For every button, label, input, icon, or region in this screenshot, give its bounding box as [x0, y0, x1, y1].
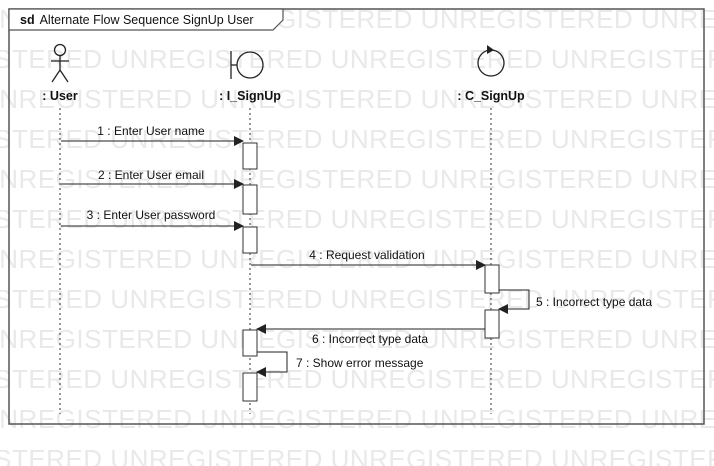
message-6[interactable]: 6 : Incorrect type data: [256, 324, 485, 346]
frame-keyword: sd: [20, 13, 35, 27]
boundary-icon: [230, 51, 264, 79]
lifeline-ctrl[interactable]: : C_SignUp: [457, 45, 525, 414]
message-label: 3 : Enter User password: [87, 208, 216, 222]
message-1[interactable]: 1 : Enter User name: [61, 124, 244, 146]
activation-bar: [242, 329, 258, 357]
message-label: 7 : Show error message: [296, 356, 424, 370]
watermark-text: UNREGISTERED UNREGISTERED UNREGISTERED U…: [0, 124, 714, 154]
lifeline-label-ui: : I_SignUp: [219, 89, 281, 103]
message-label: 5 : Incorrect type data: [536, 295, 652, 309]
watermark-text: UNREGISTERED UNREGISTERED UNREGISTERED U…: [0, 404, 714, 434]
activation-bar: [242, 184, 258, 215]
message-4[interactable]: 4 : Request validation: [251, 248, 486, 270]
lifeline-label-user: : User: [42, 89, 78, 103]
watermark-text: UNREGISTERED UNREGISTERED UNREGISTERED U…: [0, 204, 714, 234]
message-label: 2 : Enter User email: [98, 168, 204, 182]
message-2[interactable]: 2 : Enter User email: [61, 168, 244, 189]
frame-title-tab: [8, 8, 284, 31]
watermark-text: UNREGISTERED UNREGISTERED UNREGISTERED U…: [0, 44, 714, 74]
watermark-text: UNREGISTERED UNREGISTERED UNREGISTERED U…: [0, 284, 714, 314]
watermark-text: UNREGISTERED UNREGISTERED UNREGISTERED U…: [0, 84, 714, 114]
watermark-text: UNREGISTERED UNREGISTERED UNREGISTERED U…: [0, 364, 714, 394]
frame-title: sd Alternate Flow Sequence SignUp User: [20, 13, 254, 27]
watermark-text: UNREGISTERED UNREGISTERED UNREGISTERED U…: [0, 244, 714, 274]
watermark: UNREGISTERED UNREGISTERED UNREGISTERED U…: [0, 4, 714, 466]
message-7[interactable]: 7 : Show error message: [256, 351, 424, 377]
lifeline-user[interactable]: : User: [42, 43, 78, 415]
actor-icon: [51, 43, 69, 83]
message-label: 1 : Enter User name: [97, 124, 205, 138]
message-label: 6 : Incorrect type data: [312, 332, 428, 346]
diagram-frame: [8, 8, 705, 425]
control-icon: [477, 45, 505, 77]
activation-bar: [484, 309, 500, 339]
message-3[interactable]: 3 : Enter User password: [61, 208, 244, 231]
activation-bar: [242, 372, 258, 402]
activation-bar: [242, 226, 258, 254]
frame-title-text: Alternate Flow Sequence SignUp User: [40, 13, 254, 27]
lifeline-label-ctrl: : C_SignUp: [457, 89, 525, 103]
activation-bar: [484, 264, 500, 294]
watermark-text: UNREGISTERED UNREGISTERED UNREGISTERED U…: [0, 164, 714, 194]
activation-bar: [242, 142, 258, 170]
watermark-text: UNREGISTERED UNREGISTERED UNREGISTERED U…: [0, 444, 714, 466]
message-label: 4 : Request validation: [309, 248, 424, 262]
message-5[interactable]: 5 : Incorrect type data: [498, 289, 652, 314]
